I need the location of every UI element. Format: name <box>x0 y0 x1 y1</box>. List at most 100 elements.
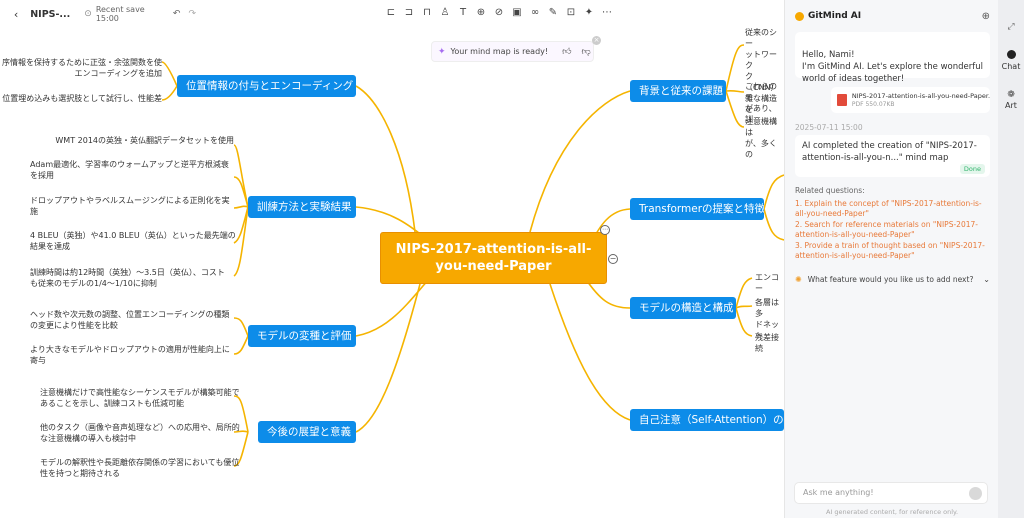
undo-icon[interactable]: ↶ <box>172 9 181 19</box>
central-topic[interactable]: NIPS-2017-attention-is-all-you-need-Pape… <box>380 232 607 284</box>
central-topic-text: NIPS-2017-attention-is-all-you-need-Pape… <box>395 242 592 274</box>
chat-timestamp: 2025-07-11 15:00 <box>795 123 863 132</box>
branch-line <box>725 90 745 128</box>
done-badge: Done <box>959 164 985 174</box>
related-question[interactable]: 3. Provide a train of thought based on "… <box>795 241 985 260</box>
add-icon[interactable]: ⊕ <box>476 7 486 18</box>
rail-item-art[interactable]: ❁ Art <box>998 90 1024 110</box>
leaf-node[interactable]: エンコー <box>755 273 779 293</box>
leaf-node[interactable]: これらのモ があり、訓 <box>745 82 777 124</box>
image-icon[interactable]: ▣ <box>512 7 522 18</box>
leaf-node[interactable]: 他のタスク（画像や音声処理など）への応用や、局所的 な注意機構の導入も検討中 <box>40 423 240 443</box>
insert-parent-icon[interactable]: ⊓ <box>423 7 431 18</box>
more-icon[interactable]: ⋯ <box>602 7 612 18</box>
leaf-node[interactable]: WMT 2014の英独・英仏翻訳データセットを使用 <box>55 136 234 145</box>
branch-line <box>355 283 421 433</box>
branch-line <box>233 317 249 337</box>
file-header: ‹ NIPS-... ⊙ Recent save 15:00 ↶ ↷ <box>8 4 196 24</box>
mindmap-canvas[interactable]: ‹ NIPS-... ⊙ Recent save 15:00 ↶ ↷ ⊏ ⊐ ⊓… <box>0 0 784 518</box>
ai-panel-header: GitMind AI ⊕ <box>795 9 990 23</box>
art-palette-icon: ❁ <box>1007 90 1015 100</box>
rail-item-label: Art <box>1005 101 1017 110</box>
pdf-attachment[interactable]: NIPS-2017-attention-is-all-you-need-Pape… <box>831 87 990 113</box>
file-name[interactable]: NIPS-... <box>30 8 71 20</box>
topic-future[interactable]: 今後の展望と意義 <box>258 421 356 443</box>
topic-self-attention[interactable]: 自己注意（Self-Attention）の詳細 <box>630 409 784 431</box>
related-question[interactable]: 2. Search for reference materials on "NI… <box>795 220 978 239</box>
topic-label: 背景と従来の課題 <box>639 85 723 97</box>
rail-item-chat[interactable]: Chat <box>998 50 1024 71</box>
topic-label: 位置情報の付与とエンコーディング <box>186 80 354 92</box>
topic-architecture[interactable]: モデルの構造と構成 <box>630 297 736 319</box>
new-chat-icon[interactable]: ⊕ <box>981 10 990 22</box>
branch-line <box>725 44 745 92</box>
topic-background[interactable]: 背景と従来の課題 <box>630 80 726 102</box>
leaf-node[interactable]: ヘッド数や次元数の調整、位置エンコーディングの種類 の変更により性能を比較 <box>30 310 230 330</box>
link-icon[interactable]: ∞ <box>530 7 540 18</box>
attachment-meta: PDF 550.07KB <box>851 101 895 108</box>
topic-variants[interactable]: モデルの変種と評価 <box>248 325 356 347</box>
branch-line <box>735 277 753 309</box>
ask-input-placeholder: Ask me anything! <box>803 488 874 497</box>
text-style-icon[interactable]: T <box>459 7 467 18</box>
thumbs-up-icon[interactable]: 👍︎ <box>562 46 572 57</box>
leaf-node[interactable]: 序情報を保持するために正弦・余弦関数を使 エンコーディングを追加 <box>2 58 162 78</box>
thumbs-down-icon[interactable]: 👎︎ <box>581 46 591 57</box>
branch-line <box>735 305 753 309</box>
insert-sibling-icon[interactable]: ⊐ <box>404 7 414 18</box>
pdf-file-icon <box>837 94 847 106</box>
branch-line <box>549 283 631 421</box>
greeting-text: Hello, Nami! I'm GitMind AI. Let's explo… <box>802 50 983 84</box>
leaf-node[interactable]: Adam最適化、学習率のウォームアップと逆平方根減衰 を採用 <box>30 160 229 180</box>
leaf-node[interactable]: 位置埋め込みも選択肢として試行し、性能差 <box>2 94 162 103</box>
close-icon[interactable]: × <box>592 36 601 45</box>
summary-icon[interactable]: ⊡ <box>566 7 576 18</box>
send-icon[interactable] <box>969 487 982 500</box>
branch-line <box>233 430 249 433</box>
notification-text: Your mind map is ready! <box>450 47 549 56</box>
relation-icon[interactable]: ⊘ <box>494 7 504 18</box>
leaf-node[interactable]: より大きなモデルやドロップアウトの適用が性能向上に 寄与 <box>30 345 230 365</box>
leaf-node[interactable]: 従来のシー ットワーク ク（CNN） 雑な構造を <box>745 28 779 114</box>
branch-line <box>355 85 416 233</box>
format-painter-icon[interactable]: ♙ <box>440 7 450 18</box>
feature-feedback[interactable]: ✺ What feature would you like us to add … <box>795 273 990 285</box>
branch-line <box>763 208 784 241</box>
topic-label: 自己注意（Self-Attention）の詳細 <box>639 414 784 426</box>
leaf-node[interactable]: 4 BLEU（英独）や41.0 BLEU（英仏）といった最先端の 結果を達成 <box>30 231 236 251</box>
leaf-node[interactable]: 訓練時間は約12時間（英独）〜3.5日（英仏）、コスト も従来のモデルの1/4〜… <box>30 268 225 288</box>
leaf-node[interactable]: モデルの解釈性や長距離依存関係の学習においても優位 性を持つと期待される <box>40 458 240 478</box>
leaf-node[interactable]: 注意機構は が、多くの <box>745 117 777 159</box>
sparkle-icon: ✦ <box>438 46 446 57</box>
leaf-node[interactable]: 各層は多 ドネット <box>755 298 779 340</box>
leaf-node[interactable]: ドロップアウトやラベルスムージングによる正則化を実 施 <box>30 196 230 216</box>
ai-magic-icon[interactable]: ✦ <box>584 7 594 18</box>
insert-child-icon[interactable]: ⊏ <box>386 7 396 18</box>
topic-positional-encoding[interactable]: 位置情報の付与とエンコーディング <box>177 75 356 97</box>
branch-line <box>529 90 631 233</box>
related-question[interactable]: 1. Explain the concept of "NIPS-2017-att… <box>795 199 982 218</box>
branch-line <box>233 205 249 209</box>
save-status: Recent save 15:00 <box>95 5 145 23</box>
more-icon[interactable]: ⋯ <box>600 225 610 235</box>
attachment-name: NIPS-2017-attention-is-all-you-need-Pape… <box>851 92 990 100</box>
ai-assistant-panel: GitMind AI ⊕ Hello, Nami! I'm GitMind AI… <box>784 0 998 518</box>
leaf-node[interactable]: 注意機構だけで高性能なシーケンスモデルが構築可能で あることを示し、訓練コストも… <box>40 388 240 408</box>
ask-input[interactable]: Ask me anything! <box>794 482 988 504</box>
note-icon[interactable]: ✎ <box>548 7 558 18</box>
rail-item-label: Chat <box>1001 62 1021 71</box>
redo-icon[interactable]: ↷ <box>188 9 196 19</box>
completion-text: AI completed the creation of "NIPS-2017-… <box>802 141 977 163</box>
expand-icon[interactable]: ⤢ <box>1007 22 1015 32</box>
collapse-icon[interactable]: − <box>608 254 618 264</box>
branch-line <box>161 85 178 101</box>
leaf-node[interactable]: 残差接続 <box>755 333 779 353</box>
chevron-left-icon[interactable]: ‹ <box>13 7 19 21</box>
ai-panel-title: GitMind AI <box>808 11 862 21</box>
topic-transformer[interactable]: Transformerの提案と特徴 <box>630 198 764 220</box>
chat-icon <box>1006 50 1016 59</box>
topic-training[interactable]: 訓練方法と実験結果 <box>248 196 356 218</box>
branch-line <box>233 176 249 208</box>
chevron-down-icon[interactable]: ⌄ <box>983 274 990 284</box>
branch-line <box>161 61 178 87</box>
